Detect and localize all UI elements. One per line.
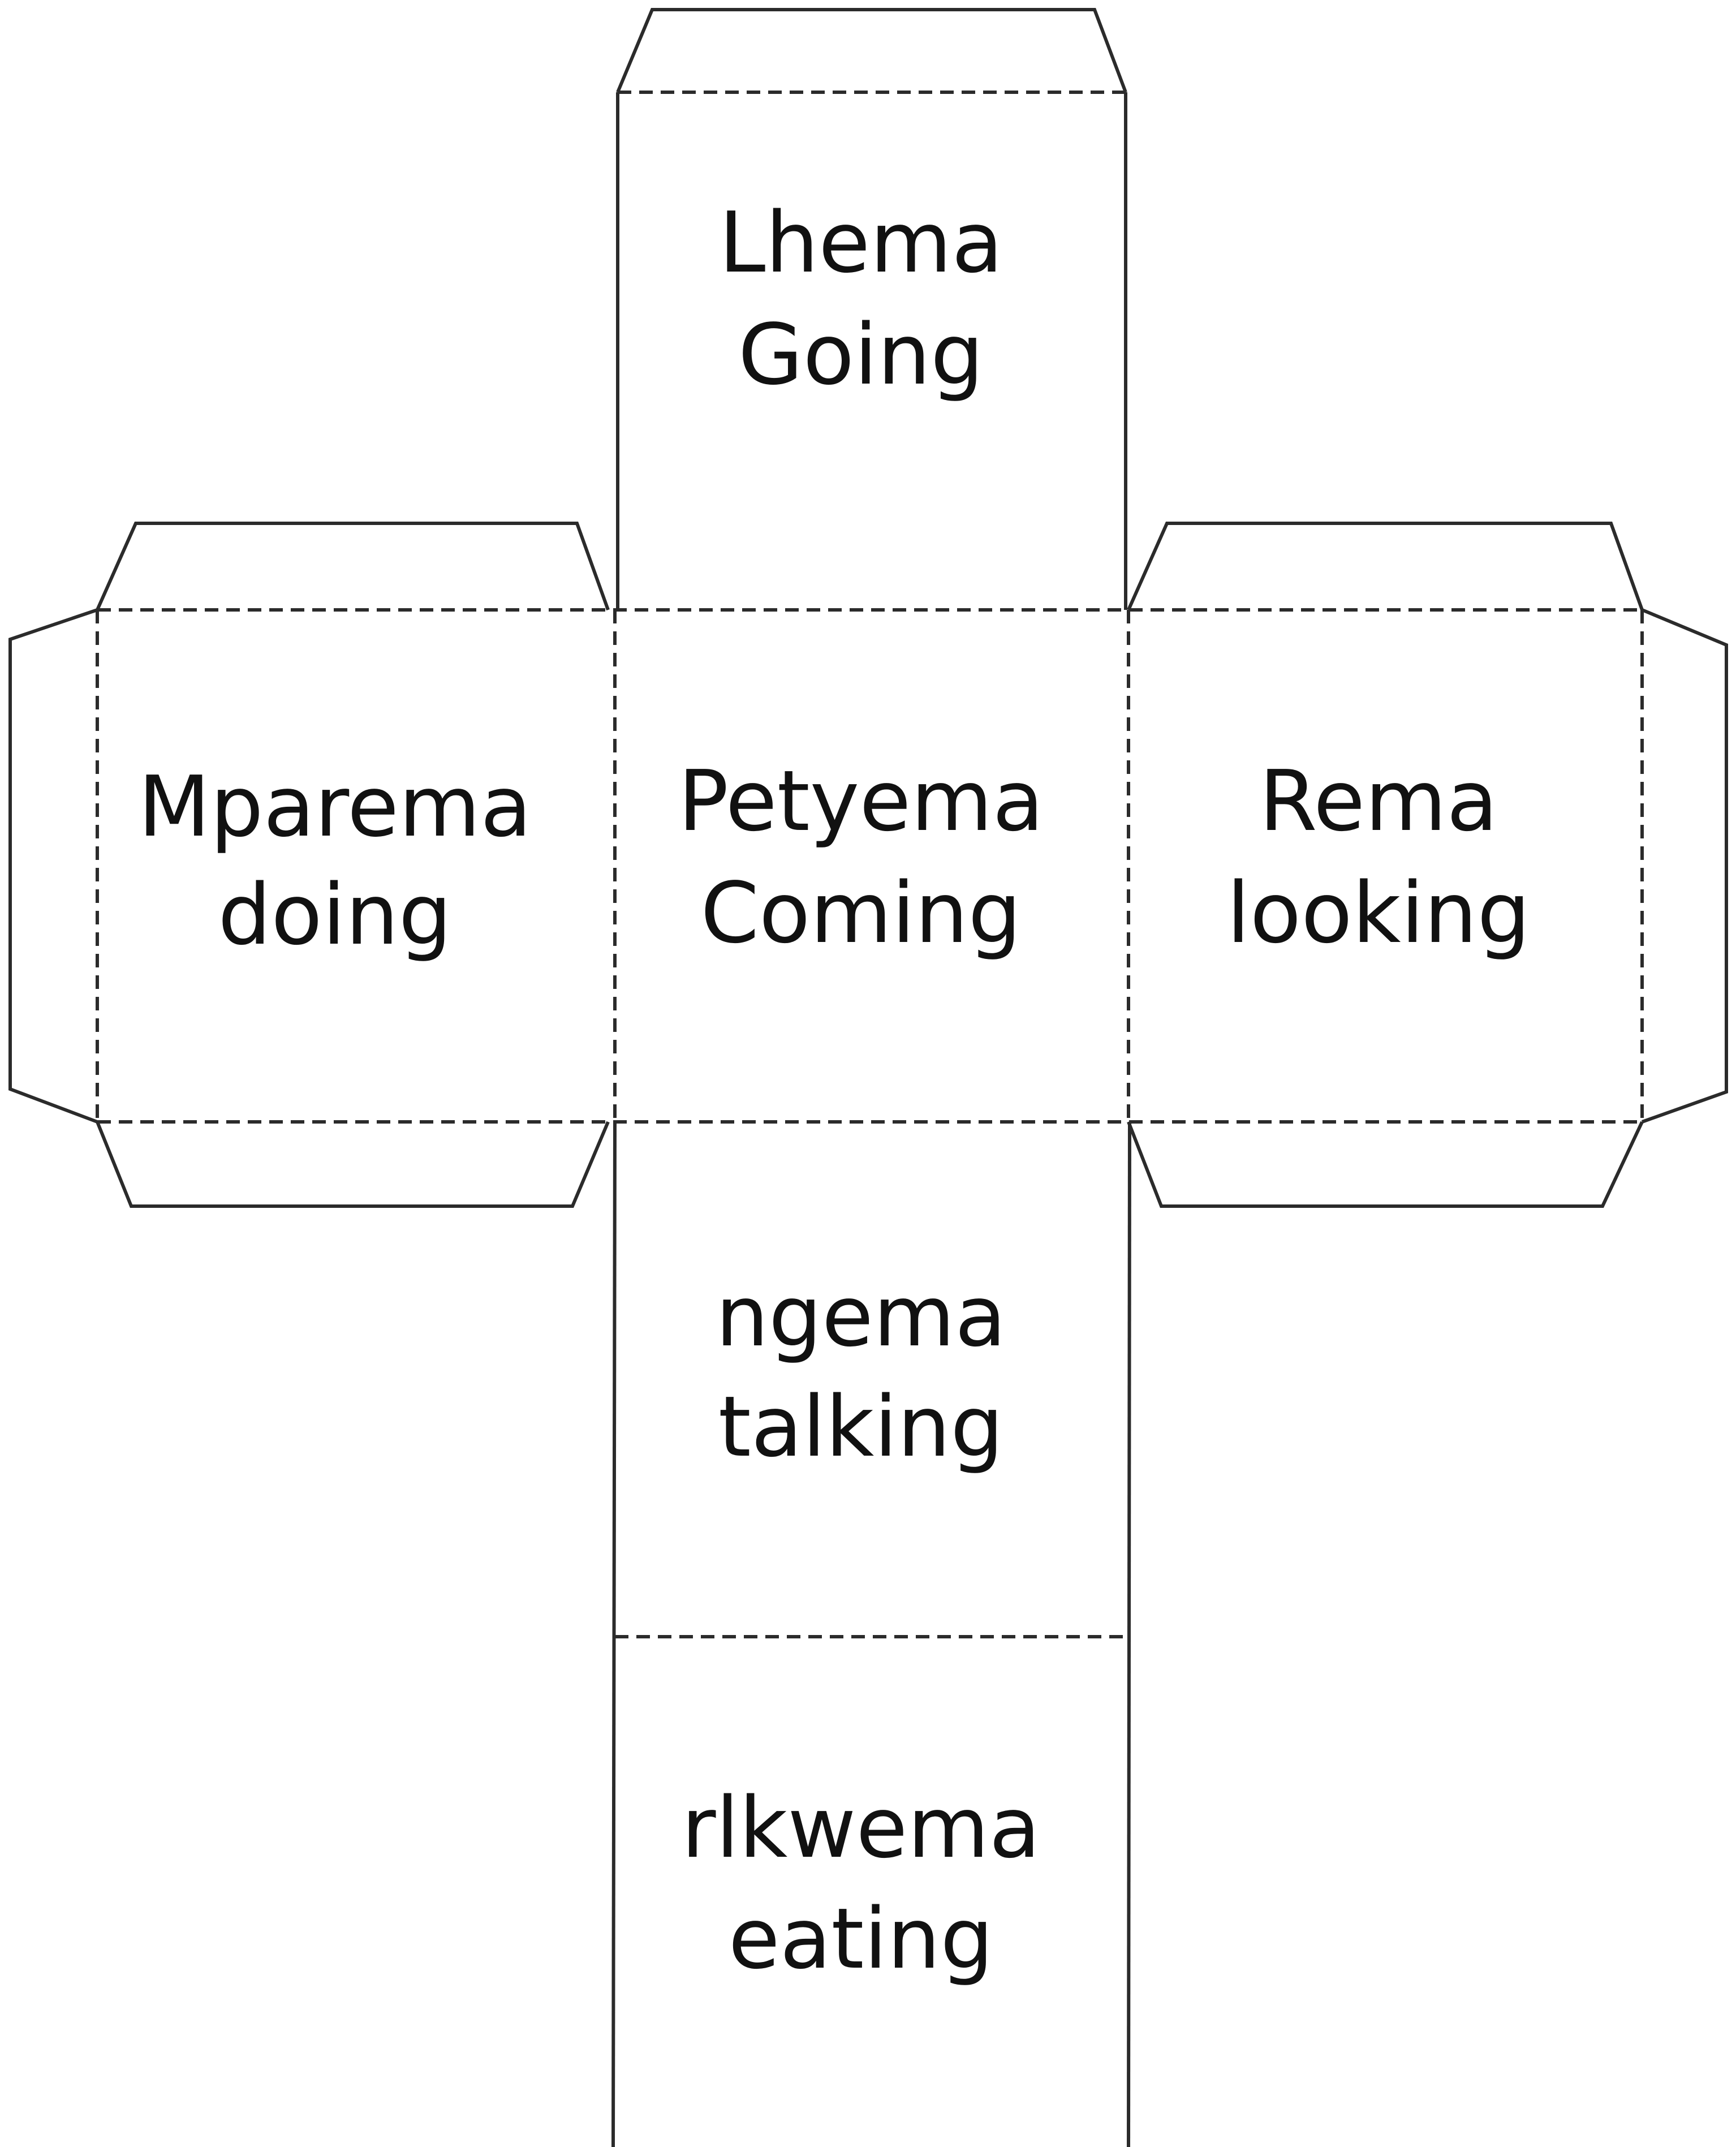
right-side-glue-tab: [1641, 608, 1728, 1124]
face-lower-word: ngema: [716, 1268, 1006, 1365]
face-top: Lhema Going: [719, 194, 1003, 403]
left-top-glue-tab: [96, 522, 610, 611]
face-left-word: Mparema: [138, 758, 532, 855]
right-bottom-glue-tab: [1127, 1121, 1644, 1208]
left-side-glue-tab: [8, 608, 98, 1124]
left-bottom-glue-tab: [96, 1121, 610, 1208]
face-center-word: Petyema: [678, 752, 1044, 850]
face-top-meaning: Going: [738, 306, 984, 403]
right-top-glue-tab: [1127, 522, 1644, 611]
face-lower: ngema talking: [716, 1268, 1006, 1475]
face-left-meaning: doing: [218, 866, 451, 963]
face-center-meaning: Coming: [701, 864, 1022, 962]
column-left-edge-lower: [611, 1121, 617, 2147]
face-center: Petyema Coming: [678, 752, 1044, 962]
face-right: Rema looking: [1227, 752, 1531, 962]
face-right-word: Rema: [1259, 752, 1498, 850]
face-right-meaning: looking: [1227, 864, 1531, 962]
column-right-edge-lower: [1127, 1121, 1131, 2147]
face-bottom: rlkwema eating: [682, 1779, 1041, 1987]
face-left: Mparema doing: [138, 758, 532, 963]
face-bottom-word: rlkwema: [682, 1779, 1041, 1877]
face-lower-meaning: talking: [718, 1378, 1003, 1475]
face-top-word: Lhema: [719, 194, 1003, 291]
face-bottom-meaning: eating: [729, 1890, 994, 1987]
top-glue-tab: [616, 8, 1127, 93]
